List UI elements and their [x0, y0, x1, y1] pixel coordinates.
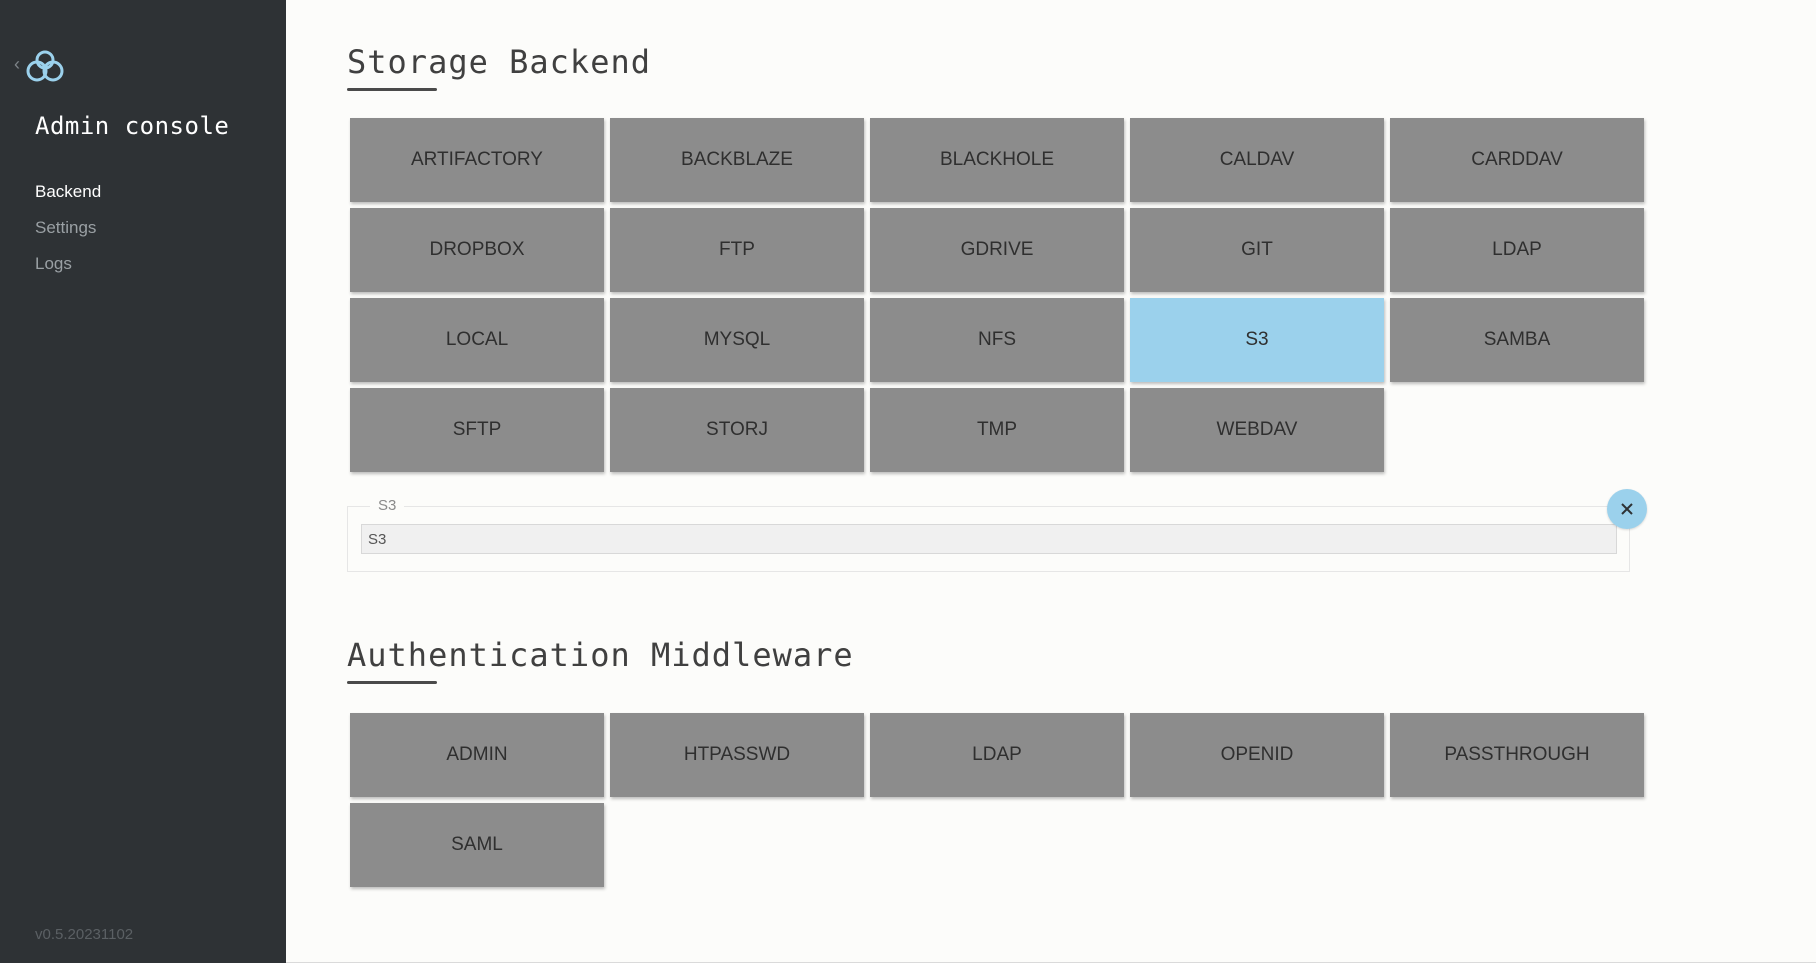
backend-tile-tmp[interactable]: TMP — [870, 388, 1124, 472]
backend-tile-ftp[interactable]: FTP — [610, 208, 864, 292]
backend-tile-dropbox[interactable]: DROPBOX — [350, 208, 604, 292]
auth-middleware-grid: ADMIN HTPASSWD LDAP OPENID PASSTHROUGH S… — [350, 713, 1644, 887]
backend-tile-local[interactable]: LOCAL — [350, 298, 604, 382]
authentication-middleware-title: Authentication Middleware — [347, 636, 854, 684]
auth-tile-openid[interactable]: OPENID — [1130, 713, 1384, 797]
backend-tile-s3[interactable]: S3 — [1130, 298, 1384, 382]
backend-tile-sftp[interactable]: SFTP — [350, 388, 604, 472]
auth-tile-htpasswd[interactable]: HTPASSWD — [610, 713, 864, 797]
sidebar-item-settings[interactable]: Settings — [35, 218, 97, 237]
backend-tile-storj[interactable]: STORJ — [610, 388, 864, 472]
backend-tile-caldav[interactable]: CALDAV — [1130, 118, 1384, 202]
storage-backend-title: Storage Backend — [347, 43, 651, 91]
chevron-left-icon[interactable]: ‹ — [14, 54, 20, 74]
backend-tile-git[interactable]: GIT — [1130, 208, 1384, 292]
backend-tile-gdrive[interactable]: GDRIVE — [870, 208, 1124, 292]
s3-config-fieldset: S3 — [347, 497, 1630, 572]
sidebar: ‹ Admin console Backend Settings Logs v0… — [0, 0, 286, 963]
s3-config-legend: S3 — [370, 497, 405, 514]
console-title: Admin console — [35, 112, 230, 140]
brand: ‹ — [14, 46, 66, 86]
remove-backend-button[interactable] — [1607, 489, 1647, 529]
backend-tile-carddav[interactable]: CARDDAV — [1390, 118, 1644, 202]
version-label: v0.5.20231102 — [35, 926, 134, 943]
backend-tile-backblaze[interactable]: BACKBLAZE — [610, 118, 864, 202]
auth-tile-passthrough[interactable]: PASSTHROUGH — [1390, 713, 1644, 797]
backend-tile-blackhole[interactable]: BLACKHOLE — [870, 118, 1124, 202]
auth-tile-admin[interactable]: ADMIN — [350, 713, 604, 797]
auth-tile-ldap[interactable]: LDAP — [870, 713, 1124, 797]
backend-tile-artifactory[interactable]: ARTIFACTORY — [350, 118, 604, 202]
cloud-icon[interactable] — [24, 48, 66, 84]
backend-tile-nfs[interactable]: NFS — [870, 298, 1124, 382]
sidebar-item-logs[interactable]: Logs — [35, 254, 72, 273]
sidebar-item-backend[interactable]: Backend — [35, 182, 102, 201]
sidebar-nav: Backend Settings Logs — [35, 181, 101, 289]
backend-tile-ldap[interactable]: LDAP — [1390, 208, 1644, 292]
close-icon — [1621, 503, 1633, 515]
storage-backend-grid: ARTIFACTORY BACKBLAZE BLACKHOLE CALDAV C… — [350, 118, 1644, 472]
backend-tile-samba[interactable]: SAMBA — [1390, 298, 1644, 382]
backend-tile-webdav[interactable]: WEBDAV — [1130, 388, 1384, 472]
s3-type-input[interactable] — [361, 524, 1617, 554]
auth-tile-saml[interactable]: SAML — [350, 803, 604, 887]
backend-tile-mysql[interactable]: MYSQL — [610, 298, 864, 382]
main-content: Storage Backend ARTIFACTORY BACKBLAZE BL… — [286, 0, 1816, 963]
